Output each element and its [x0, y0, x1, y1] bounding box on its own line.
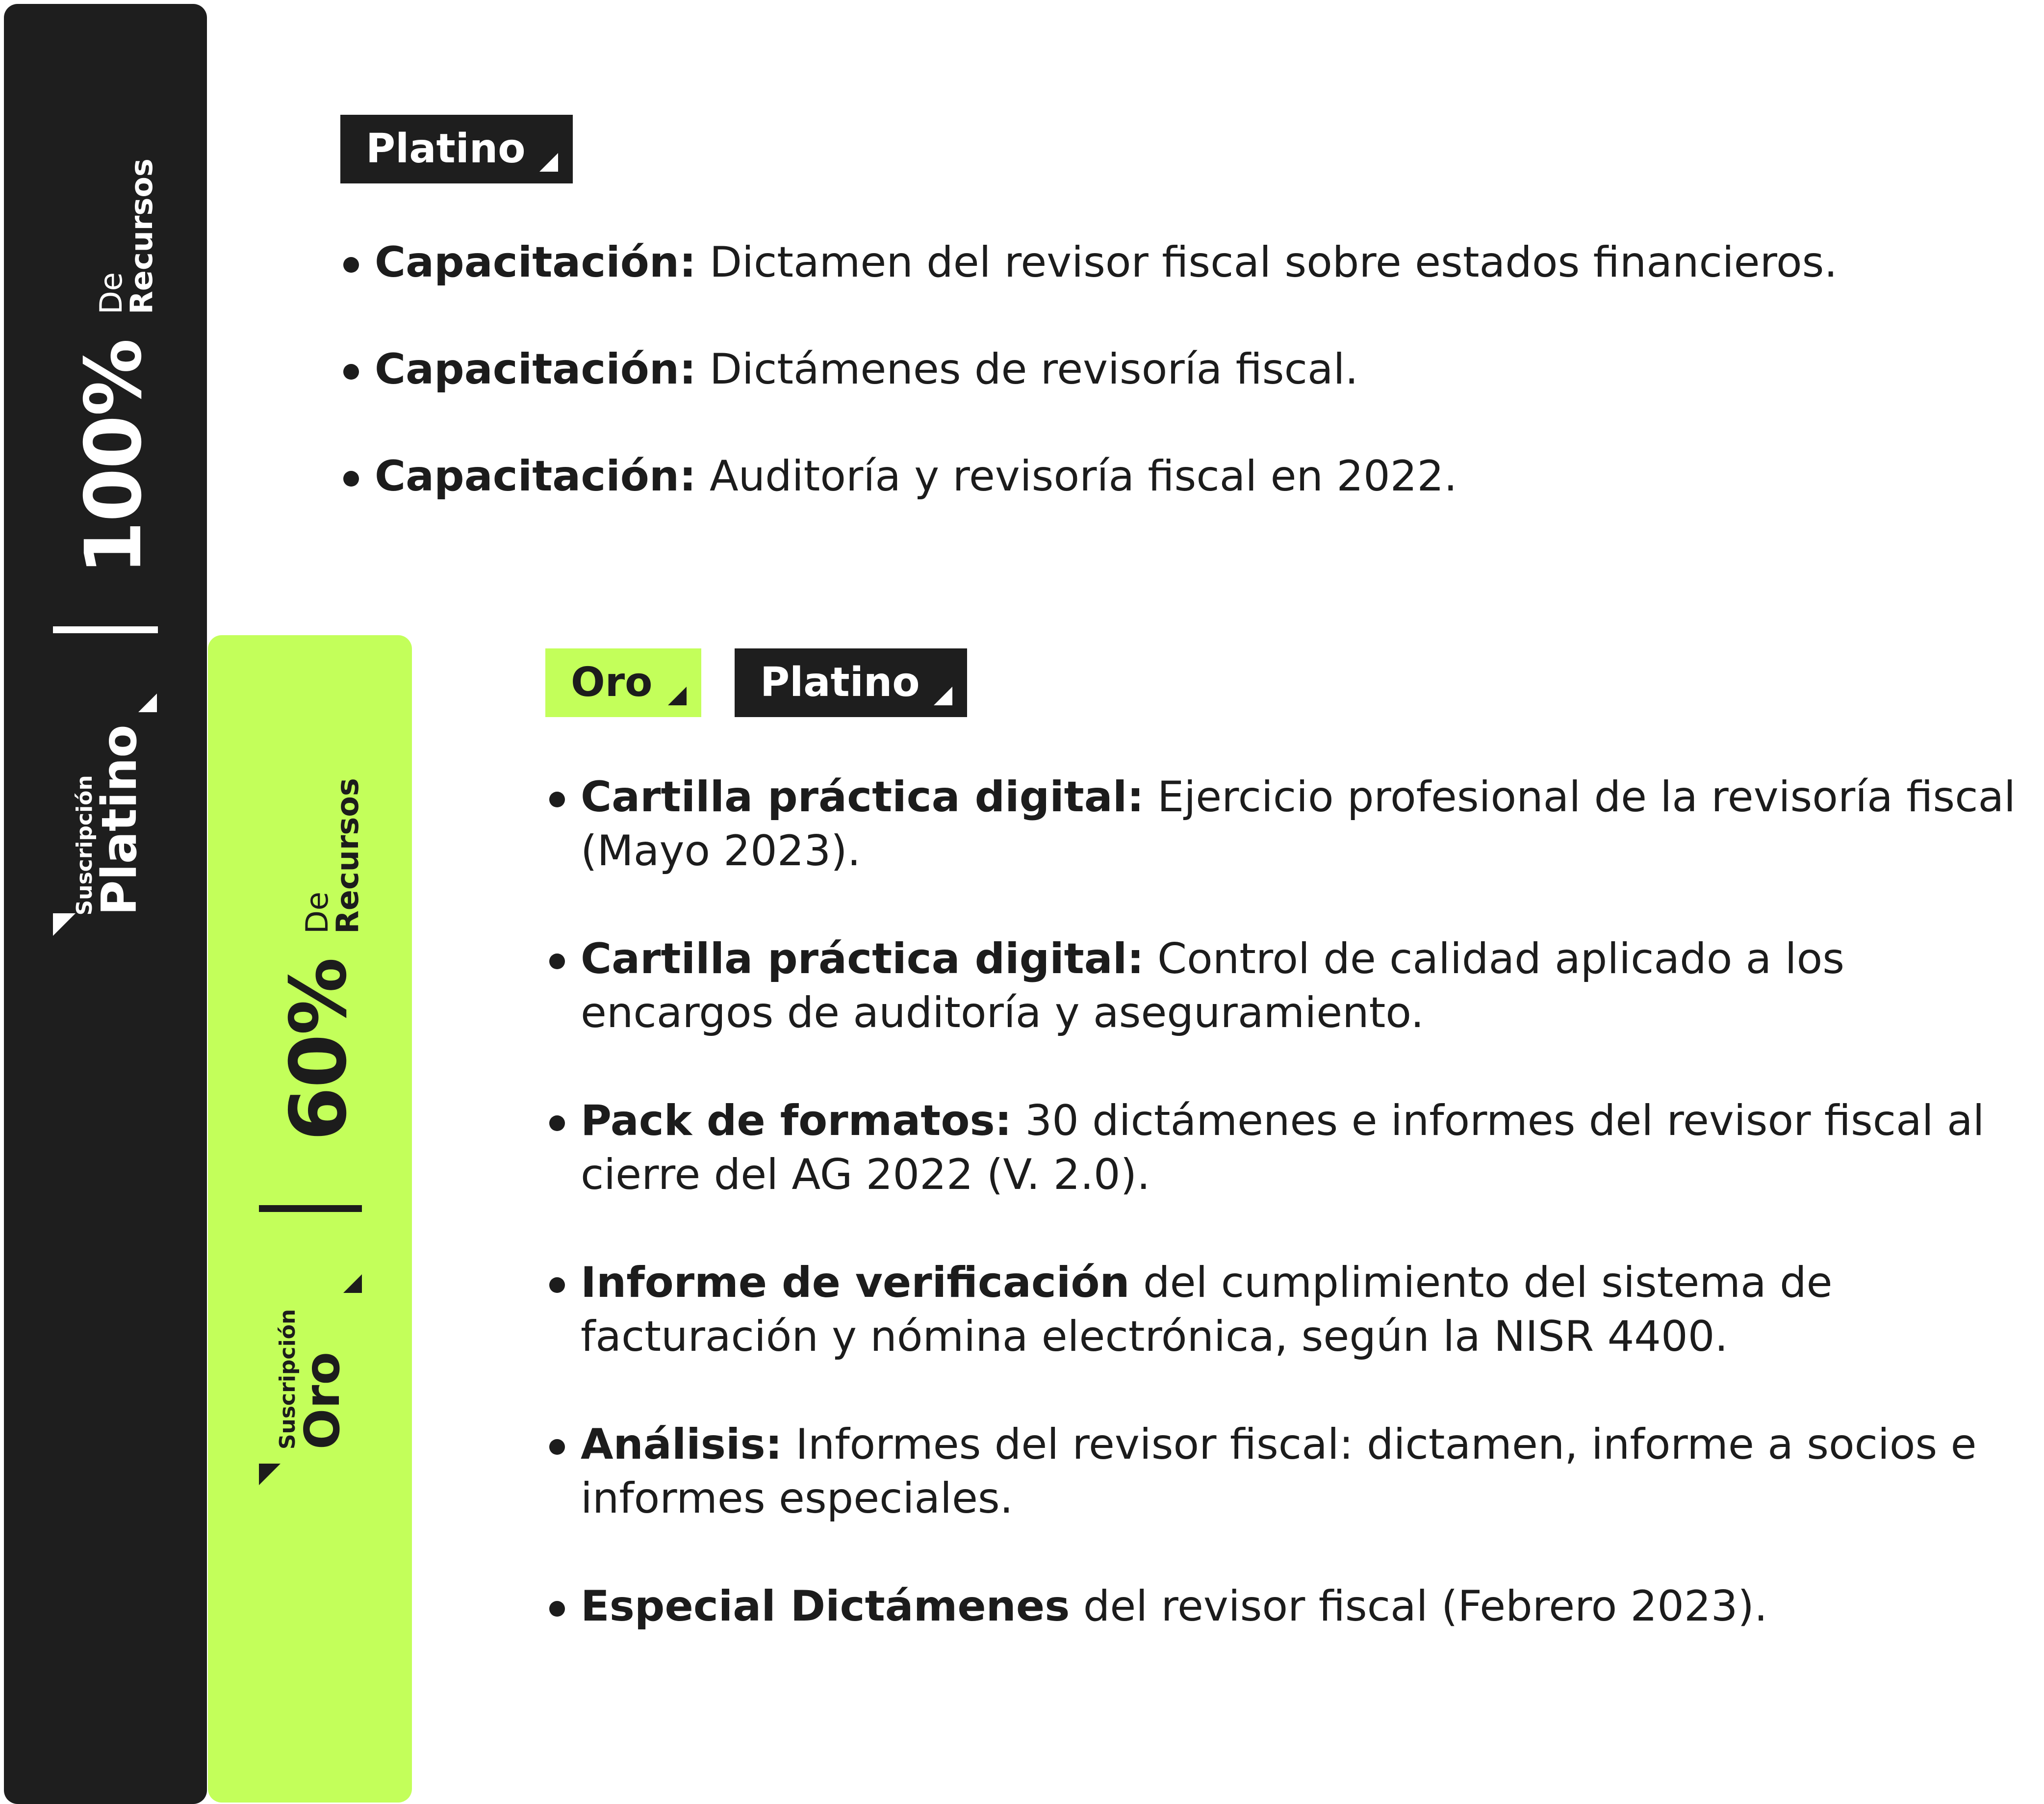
- item-bold: Cartilla práctica digital:: [581, 773, 1144, 822]
- oro-triangle-bottom-icon: [259, 1464, 281, 1485]
- item-text: Dictámenes de revisoría fiscal.: [696, 345, 1358, 394]
- oro-divider: [259, 1205, 362, 1212]
- oro-resource-list: Cartilla práctica digital: Ejercicio pro…: [545, 770, 2017, 1687]
- plan-text: Oro: [295, 1352, 351, 1450]
- item-text: Ejercicio profesional de la revisoría fi…: [581, 773, 2016, 876]
- oro-recursos-label: De Recursos: [299, 778, 365, 934]
- list-item: Capacitación: Dictamen del revisor fisca…: [339, 235, 1997, 289]
- item-text: 30 dictámenes e informes del revisor fis…: [581, 1096, 1985, 1199]
- oro-triangle-icon: [343, 1274, 362, 1293]
- oro-suscripcion-label: Suscripción Oro: [275, 1309, 351, 1450]
- list-item: Análisis: Informes del revisor fiscal: d…: [545, 1417, 2017, 1525]
- platino-sidebar: [4, 4, 207, 1804]
- item-text: Control de calidad aplicado a los encarg…: [581, 934, 1845, 1037]
- platino-tag-label: Platino: [760, 659, 920, 706]
- item-text: Dictamen del revisor fiscal sobre estado…: [696, 238, 1838, 287]
- oro-tag: Oro: [545, 648, 701, 717]
- de-text: De: [299, 891, 335, 934]
- item-text: del cumplimiento del sistema de facturac…: [581, 1258, 1833, 1361]
- platino-tag-label: Platino: [366, 126, 526, 172]
- oro-sidebar: [208, 635, 412, 1803]
- list-item: Cartilla práctica digital: Control de ca…: [545, 932, 2017, 1040]
- plan-text: Platino: [92, 724, 148, 916]
- platino-triangle-bottom-icon: [53, 913, 76, 936]
- list-item: Informe de verificación del cumplimiento…: [545, 1256, 2017, 1364]
- list-item: Pack de formatos: 30 dictámenes e inform…: [545, 1094, 2017, 1202]
- oro-percent: 60%: [274, 958, 364, 1141]
- item-bold: Informe de verificación: [581, 1258, 1130, 1307]
- platino-recursos-label: De Recursos: [93, 158, 159, 314]
- item-bold: Capacitación:: [375, 238, 696, 287]
- platino-tag-secondary: Platino: [735, 648, 967, 717]
- oro-tag-label: Oro: [571, 659, 653, 706]
- item-bold: Pack de formatos:: [581, 1096, 1012, 1145]
- recursos-text: Recursos: [124, 158, 159, 314]
- item-text: Informes del revisor fiscal: dictamen, i…: [581, 1420, 1977, 1523]
- list-item: Capacitación: Dictámenes de revisoría fi…: [339, 342, 1997, 396]
- de-text: De: [93, 272, 129, 314]
- item-bold: Capacitación:: [375, 452, 696, 501]
- list-item: Cartilla práctica digital: Ejercicio pro…: [545, 770, 2017, 878]
- platino-resource-list: Capacitación: Dictamen del revisor fisca…: [339, 235, 1997, 556]
- list-item: Capacitación: Auditoría y revisoría fisc…: [339, 449, 1997, 503]
- item-bold: Cartilla práctica digital:: [581, 934, 1144, 983]
- item-bold: Especial Dictámenes: [581, 1582, 1070, 1631]
- item-bold: Análisis:: [581, 1420, 783, 1469]
- platino-suscripcion-label: Suscripción Platino: [72, 724, 148, 916]
- item-text: Auditoría y revisoría fiscal en 2022.: [696, 452, 1457, 501]
- platino-divider: [53, 626, 158, 633]
- item-text: del revisor fiscal (Febrero 2023).: [1070, 1582, 1768, 1631]
- platino-percent: 100%: [69, 339, 159, 575]
- item-bold: Capacitación:: [375, 345, 696, 394]
- platino-tag: Platino: [340, 115, 573, 183]
- recursos-text: Recursos: [330, 778, 365, 934]
- platino-triangle-icon: [138, 694, 157, 712]
- list-item: Especial Dictámenes del revisor fiscal (…: [545, 1579, 2017, 1633]
